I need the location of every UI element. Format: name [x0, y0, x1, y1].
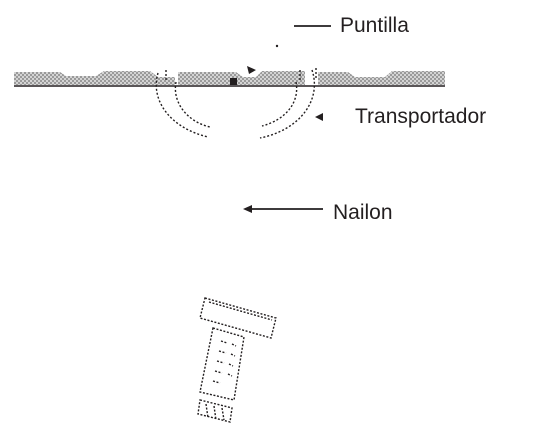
fabric-strip [14, 71, 445, 87]
label-nailon: Nailon [333, 201, 393, 224]
needle-point-marker [230, 44, 279, 85]
nailon-arrowhead [243, 205, 252, 213]
feed-dog-arcs [155, 68, 317, 139]
screw-drawing [197, 297, 277, 423]
leader-lines [250, 25, 331, 210]
transportador-pointer [315, 113, 323, 121]
label-transportador: Transportador [355, 105, 487, 128]
label-puntilla: Puntilla [340, 14, 409, 37]
